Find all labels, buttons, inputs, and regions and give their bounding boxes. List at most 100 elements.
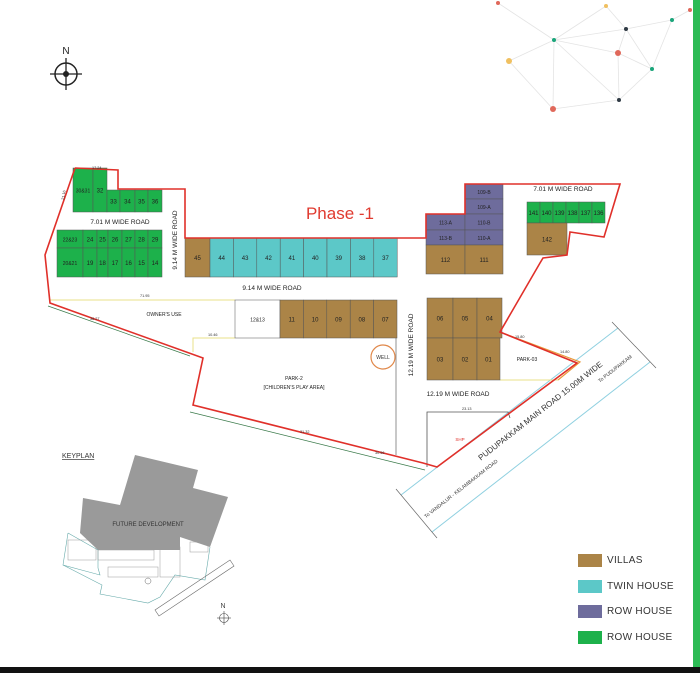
legend-swatch bbox=[578, 630, 602, 644]
plot-112: 112 bbox=[425, 244, 466, 275]
legend: VILLAS TWIN HOUSE ROW HOUSE ROW HOUSE bbox=[578, 548, 674, 650]
legend-item-twin-house: TWIN HOUSE bbox=[578, 574, 674, 600]
network-node bbox=[688, 8, 692, 12]
dimension-label: 30.56 bbox=[375, 451, 385, 455]
network-line bbox=[508, 60, 554, 110]
bottom-band bbox=[0, 667, 700, 673]
plot-03: 03 bbox=[426, 337, 454, 381]
legend-label: TWIN HOUSE bbox=[607, 580, 674, 592]
plot-111: 111 bbox=[464, 244, 504, 275]
keyplan-north-label: N bbox=[220, 603, 225, 610]
plot-label: 06 bbox=[437, 317, 444, 323]
legend-swatch bbox=[578, 579, 602, 593]
road-9m-vertical-label: 9.14 M WIDE ROAD bbox=[172, 210, 179, 270]
plot-137: 137 bbox=[578, 201, 593, 224]
dimension-label: 15.80 bbox=[515, 335, 525, 339]
plot-24: 24 bbox=[82, 229, 98, 249]
plot-label: 138 bbox=[567, 211, 578, 217]
plot-shape bbox=[452, 337, 478, 381]
park2-label: PARK-2 bbox=[285, 376, 303, 382]
plot-label: 39 bbox=[335, 256, 342, 262]
plot-140: 140 bbox=[539, 201, 554, 224]
plot-41: 41 bbox=[279, 237, 304, 278]
right-accent-bar bbox=[693, 0, 700, 667]
plot-label: 29 bbox=[152, 238, 159, 244]
legend-label: ROW HOUSE bbox=[607, 631, 673, 643]
plot-label: 14 bbox=[152, 261, 159, 267]
plot-label: 110-A bbox=[478, 236, 492, 242]
plot-label: 08 bbox=[359, 318, 366, 324]
plot-shape bbox=[464, 244, 504, 275]
plot-label: 35 bbox=[138, 200, 145, 206]
plot-label: 109-B bbox=[477, 190, 491, 196]
plot-label: 02 bbox=[462, 358, 469, 364]
dimension-label: 31.32 bbox=[300, 430, 310, 434]
plot-label: 05 bbox=[462, 317, 469, 323]
plot-shape bbox=[56, 247, 84, 278]
plot-label: 11 bbox=[289, 318, 296, 324]
plot-37: 37 bbox=[373, 237, 398, 278]
dimension-label: 14.80 bbox=[560, 350, 570, 354]
plot-10: 10 bbox=[303, 299, 328, 339]
plot-19: 19 bbox=[82, 247, 98, 278]
plot-label: 25 bbox=[99, 238, 106, 244]
plot-109-a: 109-A bbox=[464, 198, 504, 215]
network-node bbox=[624, 27, 628, 31]
network-node bbox=[496, 1, 500, 5]
keyplan-compass-icon bbox=[217, 611, 231, 625]
plot-label: 04 bbox=[486, 317, 493, 323]
plot-label: 15 bbox=[138, 261, 145, 267]
network-node bbox=[506, 58, 512, 64]
plot-label: 26 bbox=[112, 238, 119, 244]
site-boundary bbox=[44, 167, 622, 468]
network-line bbox=[651, 19, 673, 70]
plot-shape bbox=[591, 201, 606, 224]
plot-label: 44 bbox=[218, 256, 225, 262]
plot-label: 142 bbox=[542, 238, 553, 244]
north-compass-icon: N bbox=[50, 46, 82, 90]
plot-label: 19 bbox=[87, 261, 94, 267]
plot-02: 02 bbox=[452, 337, 478, 381]
north-label: N bbox=[62, 46, 69, 57]
plot-109-b: 109-B bbox=[464, 183, 504, 200]
network-line bbox=[625, 28, 653, 70]
dimension-label: 71.95 bbox=[140, 294, 150, 298]
plot-06: 06 bbox=[426, 297, 454, 339]
keyplan: KEYPLAN FUTURE DEVELOPMENT N bbox=[62, 453, 235, 625]
plot-110-a: 110-A bbox=[464, 229, 504, 246]
plot-label: 34 bbox=[124, 200, 131, 206]
network-node bbox=[604, 4, 608, 8]
plot-113-b: 113-B bbox=[425, 229, 466, 246]
well: WELL bbox=[370, 344, 396, 370]
plot-26: 26 bbox=[107, 229, 123, 249]
plot-34: 34 bbox=[119, 189, 136, 213]
legend-swatch bbox=[578, 554, 602, 568]
plot-110-b: 110-B bbox=[464, 213, 504, 231]
plot-43: 43 bbox=[233, 237, 258, 278]
plot-label: 38 bbox=[359, 256, 366, 262]
network-node bbox=[615, 50, 621, 56]
to-pudupakkam-label: To PUDUPAKKAM bbox=[597, 354, 633, 384]
plot-04: 04 bbox=[476, 297, 503, 339]
network-line bbox=[553, 39, 620, 101]
plot-shape bbox=[476, 337, 501, 381]
plot-07: 07 bbox=[373, 299, 398, 339]
to-vandalur-label: To VANDALUR - KELAMBAKKAM ROAD bbox=[423, 458, 499, 519]
plot-label: 37 bbox=[382, 256, 389, 262]
plot-label: 139 bbox=[554, 211, 565, 217]
plot-shape bbox=[184, 237, 211, 278]
road-12m-horizontal-label: 12.19 M WIDE ROAD bbox=[427, 391, 490, 398]
plot-30-31: 30&31 bbox=[72, 167, 94, 213]
plot-shape bbox=[526, 222, 568, 256]
plot-label: 112 bbox=[441, 258, 451, 264]
plot-25: 25 bbox=[96, 229, 109, 249]
network-line bbox=[553, 28, 627, 41]
network-node bbox=[550, 106, 556, 112]
network-line bbox=[617, 28, 627, 54]
plot-32: 32 bbox=[92, 167, 108, 213]
plot-33: 33 bbox=[106, 189, 121, 213]
plot-11: 11 bbox=[279, 299, 304, 339]
plot-38: 38 bbox=[350, 237, 375, 278]
plot-label: 45 bbox=[194, 256, 201, 262]
